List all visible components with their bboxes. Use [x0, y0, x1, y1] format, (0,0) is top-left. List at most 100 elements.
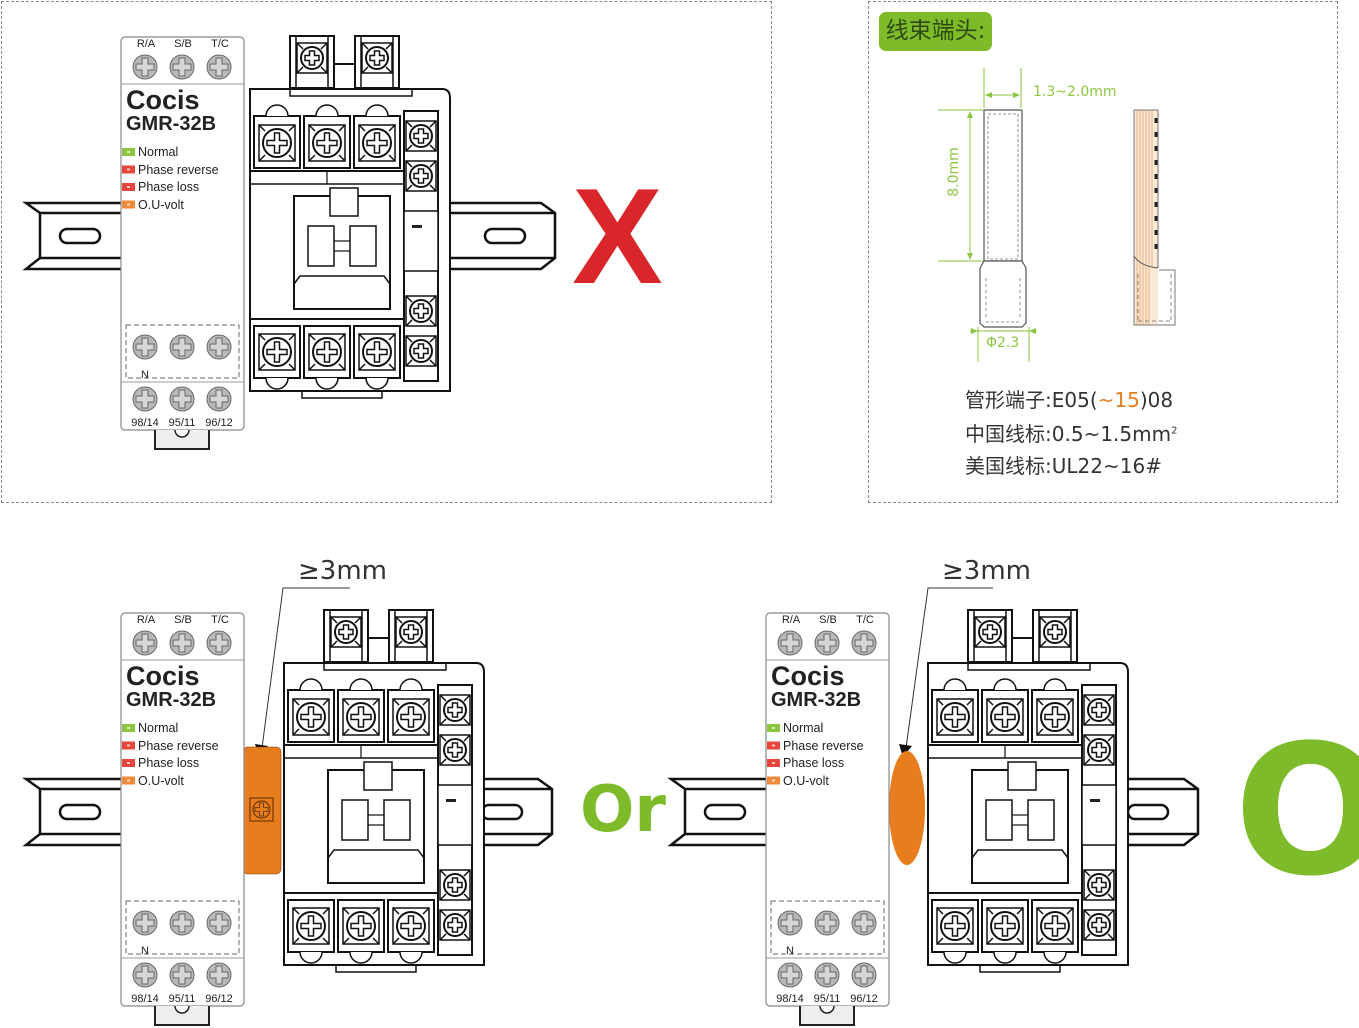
spec-label: 中国线标:	[965, 422, 1052, 446]
contactor-screw-icon	[1083, 909, 1115, 941]
contactor-screw-icon	[405, 335, 437, 367]
spec-value: E05(	[1051, 388, 1098, 412]
terminal-screw-icon	[169, 630, 195, 656]
contactor-assembly	[249, 35, 451, 399]
contactor-screw-icon	[258, 333, 296, 371]
contactor-screw-icon	[1039, 616, 1071, 648]
terminal-screw-icon	[132, 962, 158, 988]
ferrule-title-badge: 线束端头:	[879, 12, 992, 51]
leader-line	[905, 587, 993, 749]
terminal-screw-icon	[206, 334, 232, 360]
spec-ferrule-type: 管形端子:E05(~15)08	[965, 384, 1173, 413]
terminal-screw-icon	[206, 386, 232, 412]
din-clip	[154, 430, 210, 450]
rail-slot	[703, 803, 747, 821]
terminal-screw-icon	[169, 962, 195, 988]
contactor-screw-icon	[439, 909, 471, 941]
contactor-screw-icon	[308, 333, 346, 371]
terminal-screw-icon	[206, 54, 232, 80]
spec-value-highlight: ~15	[1097, 388, 1140, 412]
spec-superscript: 2	[1171, 425, 1178, 437]
contactor-screw-icon	[358, 124, 396, 162]
gap-label-2: ≥3mm	[942, 556, 1031, 586]
contactor-screw-icon	[405, 160, 437, 192]
contactor-screw-icon	[308, 124, 346, 162]
oval-spacer	[889, 751, 925, 865]
contactor-screw-icon	[1083, 869, 1115, 901]
gap-label-1: ≥3mm	[298, 556, 387, 586]
contactor-assembly	[283, 609, 485, 973]
contactor-screw-icon	[439, 694, 471, 726]
terminal-screw-icon	[169, 54, 195, 80]
terminal-screw-icon	[814, 630, 840, 656]
contactor-screw-icon	[936, 698, 974, 736]
ferrule-front-view	[938, 68, 1037, 362]
terminal-screw-icon	[851, 910, 877, 936]
contactor-assembly	[927, 609, 1129, 973]
phase-relay-module	[120, 36, 245, 450]
ferrule-drawing	[938, 68, 1176, 362]
terminal-screw-icon	[206, 910, 232, 936]
terminal-screw-icon	[169, 910, 195, 936]
ferrule-length-dimension: 8.0mm	[946, 147, 962, 197]
terminal-screw-icon	[206, 630, 232, 656]
spec-us-wire: 美国线标:UL22~16#	[965, 450, 1162, 479]
incorrect-mounting-panel	[1, 1, 772, 503]
terminal-screw-icon	[777, 962, 803, 988]
terminal-screw-icon	[169, 386, 195, 412]
spec-value: UL22~16#	[1051, 454, 1162, 478]
spec-label: 管形端子:	[965, 388, 1052, 412]
contactor-screw-icon	[405, 120, 437, 152]
din-rail	[667, 777, 769, 847]
spec-value: )08	[1139, 388, 1174, 412]
contactor-screw-icon	[342, 907, 380, 945]
ferrule-section-view	[1133, 109, 1176, 326]
contactor-screw-icon	[392, 907, 430, 945]
din-rail	[22, 777, 124, 847]
spec-china-wire: 中国线标:0.5~1.5mm2	[965, 418, 1177, 447]
terminal-screw-icon	[132, 630, 158, 656]
contactor-screw-icon	[361, 42, 393, 74]
contactor-screw-icon	[936, 907, 974, 945]
spec-label: 美国线标:	[965, 454, 1052, 478]
terminal-screw-icon	[777, 630, 803, 656]
phase-relay-module	[120, 612, 245, 1026]
phase-relay-module	[765, 612, 890, 1026]
terminal-screw-icon	[169, 334, 195, 360]
contactor-screw-icon	[405, 295, 437, 327]
contactor-screw-icon	[986, 698, 1024, 736]
terminal-screw-icon	[851, 962, 877, 988]
leader-line	[261, 587, 350, 749]
rail-slot	[58, 803, 102, 821]
rail-slot	[483, 227, 527, 245]
or-label: Or	[580, 773, 666, 847]
contactor-window	[293, 187, 391, 310]
contactor-screw-icon	[292, 907, 330, 945]
contactor-screw-icon	[392, 698, 430, 736]
contactor-screw-icon	[1036, 907, 1074, 945]
terminal-screw-icon	[851, 630, 877, 656]
correct-o-mark: O	[1234, 707, 1359, 916]
ferrule-diameter-dimension: Φ2.3	[986, 335, 1020, 351]
terminal-screw-icon	[132, 54, 158, 80]
ferrule-spec-panel	[868, 1, 1338, 503]
contactor-screw-icon	[439, 869, 471, 901]
terminal-screw-icon	[814, 962, 840, 988]
incorrect-x-mark: X	[572, 160, 663, 312]
terminal-screw-icon	[132, 334, 158, 360]
terminal-screw-icon	[206, 962, 232, 988]
contactor-screw-icon	[258, 124, 296, 162]
contactor-screw-icon	[342, 698, 380, 736]
contactor-screw-icon	[1036, 698, 1074, 736]
contactor-screw-icon	[986, 907, 1024, 945]
contactor-screw-icon	[439, 734, 471, 766]
contactor-screw-icon	[1083, 734, 1115, 766]
contactor-screw-icon	[292, 698, 330, 736]
terminal-screw-icon	[132, 910, 158, 936]
contactor-screw-icon	[395, 616, 427, 648]
contactor-window	[971, 761, 1069, 884]
ferrule-width-dimension: 1.3~2.0mm	[1033, 84, 1117, 100]
